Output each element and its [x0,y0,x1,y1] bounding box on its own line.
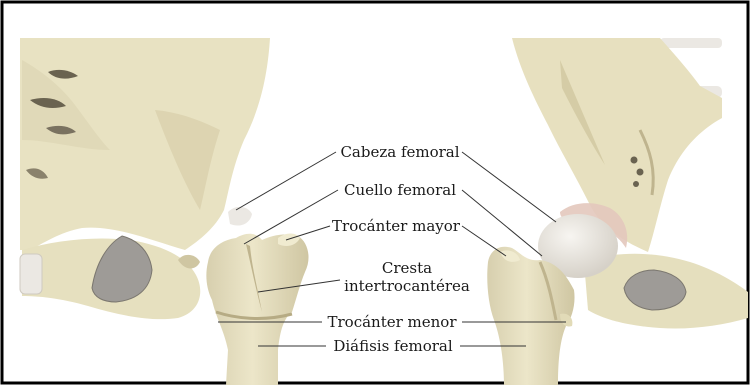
label-trocanter-mayor: Trocánter mayor [332,217,460,235]
label-cresta-line1: Cresta [342,259,472,277]
label-trocanter-menor: Trocánter menor [324,313,460,331]
label-cresta-line2: intertrocantérea [342,277,472,295]
label-cuello-femoral: Cuello femoral [340,181,460,199]
label-diafisis-femoral: Diáfisis femoral [328,337,458,355]
label-cabeza-femoral: Cabeza femoral [340,143,460,161]
